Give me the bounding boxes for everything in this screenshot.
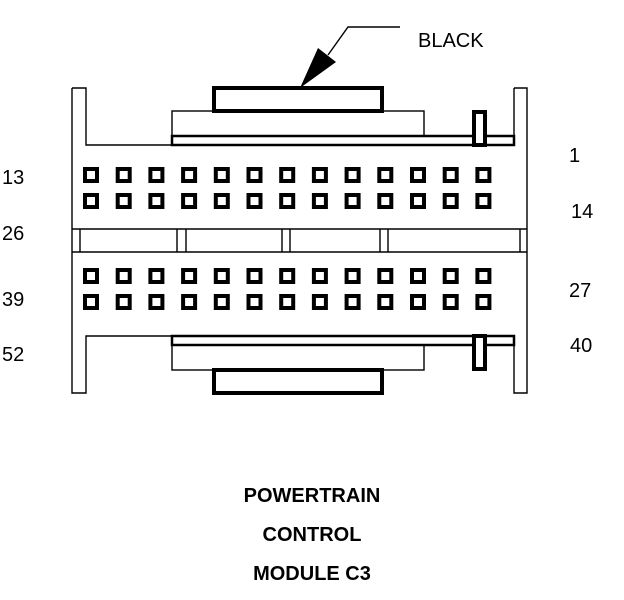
pin-cavity	[442, 167, 459, 183]
pin-cavity	[115, 294, 132, 310]
pin-cavity	[148, 193, 165, 209]
pin-cavity	[83, 294, 99, 310]
pin-cavity	[311, 193, 328, 209]
pin-grid	[83, 167, 492, 310]
pin-cavity	[148, 167, 165, 183]
pin-cavity	[246, 294, 263, 310]
row-3-right-label: 27	[569, 280, 592, 302]
top-latch-rail	[170, 134, 516, 147]
pin-cavity	[344, 294, 361, 310]
bottom-latch-tab	[212, 368, 384, 395]
bottom-key-tab	[472, 334, 487, 371]
title-line-1: POWERTRAIN	[243, 485, 381, 507]
pin-cavity	[475, 268, 492, 284]
bottom-latch-rail	[170, 334, 516, 347]
pin-cavity	[83, 167, 99, 183]
callout-label: BLACK	[418, 30, 484, 52]
pin-cavity	[213, 193, 230, 209]
pin-cavity	[410, 167, 426, 183]
pin-cavity	[311, 268, 328, 284]
pin-cavity	[344, 268, 361, 284]
pin-cavity	[246, 167, 263, 183]
pin-cavity	[475, 193, 492, 209]
pin-cavity	[181, 167, 198, 183]
pin-cavity	[377, 167, 394, 183]
pin-cavity	[213, 294, 230, 310]
pin-cavity	[83, 193, 99, 209]
pin-cavity	[279, 167, 296, 183]
bottom-latch-base	[171, 344, 425, 371]
row-1-left-label: 13	[2, 167, 25, 189]
row-4-left-label: 52	[2, 344, 25, 366]
pin-cavity	[442, 268, 459, 284]
pin-cavity	[213, 167, 230, 183]
pin-cavity	[115, 268, 132, 284]
callout-leader-line	[327, 26, 400, 56]
pin-cavity	[279, 294, 296, 310]
pin-cavity	[311, 294, 328, 310]
pin-cavity	[148, 294, 165, 310]
pin-cavity	[475, 167, 492, 183]
pin-cavity	[475, 294, 492, 310]
pin-cavity	[311, 167, 328, 183]
pin-cavity	[279, 193, 296, 209]
pin-cavity	[442, 294, 459, 310]
pin-cavity	[181, 268, 198, 284]
row-4-right-label: 40	[570, 335, 593, 357]
pin-cavity	[344, 167, 361, 183]
callout-arrowhead	[300, 48, 336, 88]
row-3-left-label: 39	[2, 289, 25, 311]
pin-cavity	[148, 268, 165, 284]
row-2-left-label: 26	[2, 223, 25, 245]
pin-cavity	[410, 193, 426, 209]
pin-cavity	[442, 193, 459, 209]
pin-cavity	[83, 268, 99, 284]
housing-outline	[71, 87, 528, 394]
pin-cavity	[246, 193, 263, 209]
pin-cavity	[213, 268, 230, 284]
connector-latch	[212, 86, 384, 113]
pin-cavity	[410, 268, 426, 284]
pin-cavity	[377, 193, 394, 209]
title-line-2: CONTROL	[262, 524, 362, 546]
pin-cavity	[181, 294, 198, 310]
pin-cavity	[344, 193, 361, 209]
row-1-right-label: 1	[569, 145, 581, 167]
title-line-3: MODULE C3	[253, 563, 371, 585]
pin-cavity	[279, 268, 296, 284]
pin-cavity	[410, 294, 426, 310]
pin-cavity	[115, 167, 132, 183]
top-key-tab	[472, 110, 487, 147]
pin-cavity	[377, 268, 394, 284]
row-2-right-label: 14	[571, 201, 594, 223]
pin-cavity	[181, 193, 198, 209]
pin-cavity	[246, 268, 263, 284]
pin-cavity	[115, 193, 132, 209]
pin-cavity	[377, 294, 394, 310]
middle-divider	[72, 228, 527, 253]
top-latch-base	[171, 110, 425, 137]
